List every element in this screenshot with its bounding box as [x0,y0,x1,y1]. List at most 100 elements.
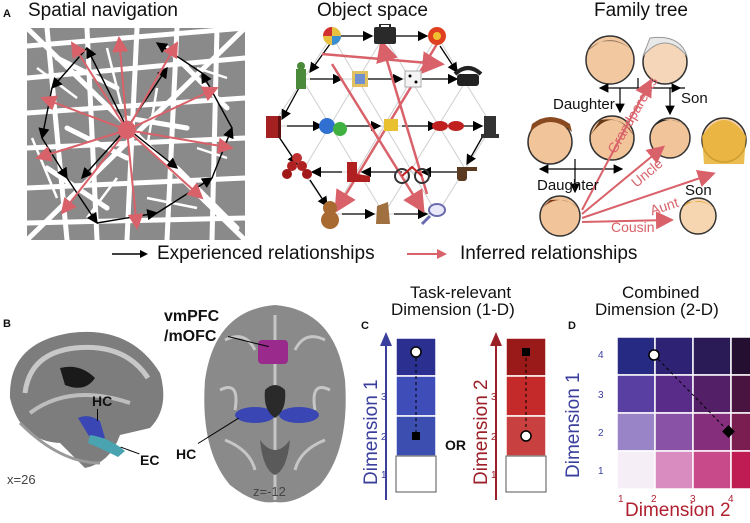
father-face-icon [527,117,573,165]
experienced-arrow-icon [112,250,148,258]
x-coordinate-label: x=26 [7,472,36,487]
billiard-balls-icon [282,153,312,179]
yoyo-icon [428,27,446,45]
pipe-icon [457,167,477,181]
x-tick-4: 4 [728,494,734,505]
hc-sagittal-label: HC [92,393,113,409]
son-top-label: Son [681,90,708,107]
sunglasses-icon [432,121,464,131]
panel-a-letter: A [3,8,11,20]
family-tree-diagram [527,35,747,237]
grid-cell-d1-2-d2-2 [654,412,694,452]
chess-knight-icon [376,202,390,224]
tennis-racket-icon [420,203,446,226]
hippocampus-sagittal [78,416,105,441]
book-icon [266,116,281,138]
dim2-tick-2: 2 [491,432,497,443]
x-tick-1: 1 [618,494,624,505]
two-d-dimension-grid [616,336,750,490]
grid-cell-d1-1-d2-3 [692,450,732,490]
bicycle-icon [394,165,430,184]
grid-cell-d1-3-d2-2 [654,374,694,414]
teddy-bear-icon [321,201,339,229]
entorhinal-cortex [88,435,125,457]
combined-x-axis-label: Dimension 2 [625,500,731,521]
legend-inferred: Inferred relationships [460,243,638,264]
inferred-arrow-icon [407,249,447,259]
dice-icon [404,70,422,88]
hippocampus-axial-left [235,407,275,423]
y-tick-4: 4 [598,350,604,361]
mofc-label: /mOFC [164,328,217,345]
dim2-tick-4: 4 [491,338,497,349]
family-tree-title: Family tree [594,0,688,21]
cousin-face-icon [679,197,717,235]
grandfather-face-icon [585,35,635,85]
dim2-tick-1: 1 [491,470,497,481]
spatial-navigation-title: Spatial navigation [28,0,178,21]
dim1-tick-1: 1 [381,470,387,481]
grid-cell-d1-4-d2-2 [654,336,694,376]
hc-sagittal-pointer [97,409,98,421]
daughter-face-icon [539,195,581,237]
z-coordinate-label: z=-12 [253,484,286,499]
boot-icon [347,162,370,182]
spatial-navigation-map [27,28,245,240]
daughter-top-label: Daughter [553,96,615,113]
grid-cell-d1-1-d2-1 [616,450,656,490]
panel-d-letter: D [568,320,576,332]
panel-b-letter: B [3,318,11,330]
grid-cell-d1-3-d2-3 [692,374,732,414]
grid-cell-d1-2-d2-1 [616,412,656,452]
grid-cell-d1-1-d2-4 [730,450,750,490]
daughter-bottom-label: Daughter [537,177,599,194]
dim1-axis-label: Dimension 1 [361,379,382,485]
toy-soldier-icon [296,62,306,89]
y-tick-3: 3 [598,390,604,401]
grid-cell-d1-4-d2-3 [692,336,732,376]
sagittal-brain-slice [9,331,164,468]
combined-subtitle: Dimension (2-D) [595,300,719,319]
beach-ball-icon [323,27,341,45]
vmpfc-label: vmPFC [164,308,220,325]
x-tick-3: 3 [690,494,696,505]
dim1-stimulus-1 [395,455,437,493]
dim2-axis-label: Dimension 2 [471,379,492,485]
task-relevant-subtitle: Dimension (1-D) [391,300,515,319]
dim1-tick-3: 3 [381,392,387,403]
x-tick-2: 2 [651,494,657,505]
hc-axial-label: HC [176,446,197,462]
telephone-icon [453,66,483,86]
grid-cell-d1-3-d2-4 [730,374,750,414]
dim1-tick-2: 2 [381,432,387,443]
dim1-stimulus-2 [395,415,437,457]
grid-cell-d1-3-d2-1 [616,374,656,414]
grandmother-face-icon [642,36,688,85]
suitcase-icon [374,24,396,44]
object-space-lattice [266,24,499,229]
panel-c-letter: C [361,320,369,332]
cousin-label: Cousin [611,219,655,235]
task-relevant-title: Task-relevant [410,283,512,302]
toy-block-icon [352,71,368,87]
combined-y-axis-label: Dimension 1 [563,372,584,478]
combined-title: Combined [622,283,700,302]
son-bottom-label: Son [685,182,712,199]
grid-cell-d1-4-d2-4 [730,336,750,376]
object-space-title: Object space [317,0,428,21]
y-tick-2: 2 [598,428,604,439]
marbles-icon [319,118,347,136]
or-label: OR [445,437,466,453]
yellow-toy-icon [384,119,398,131]
axial-brain-slice [204,305,346,503]
mother-face-icon [589,115,635,161]
dim2-tick-3: 3 [491,392,497,403]
grid-cell-d1-1-d2-2 [654,450,694,490]
dim1-tick-4: 4 [381,338,387,349]
aunt-face-icon [701,117,747,164]
legend-experienced: Experienced relationships [157,243,375,264]
chess-rook-icon [481,116,499,138]
y-tick-1: 1 [598,466,604,477]
ec-label: EC [140,452,160,468]
dim2-stimulus-1 [505,455,547,493]
